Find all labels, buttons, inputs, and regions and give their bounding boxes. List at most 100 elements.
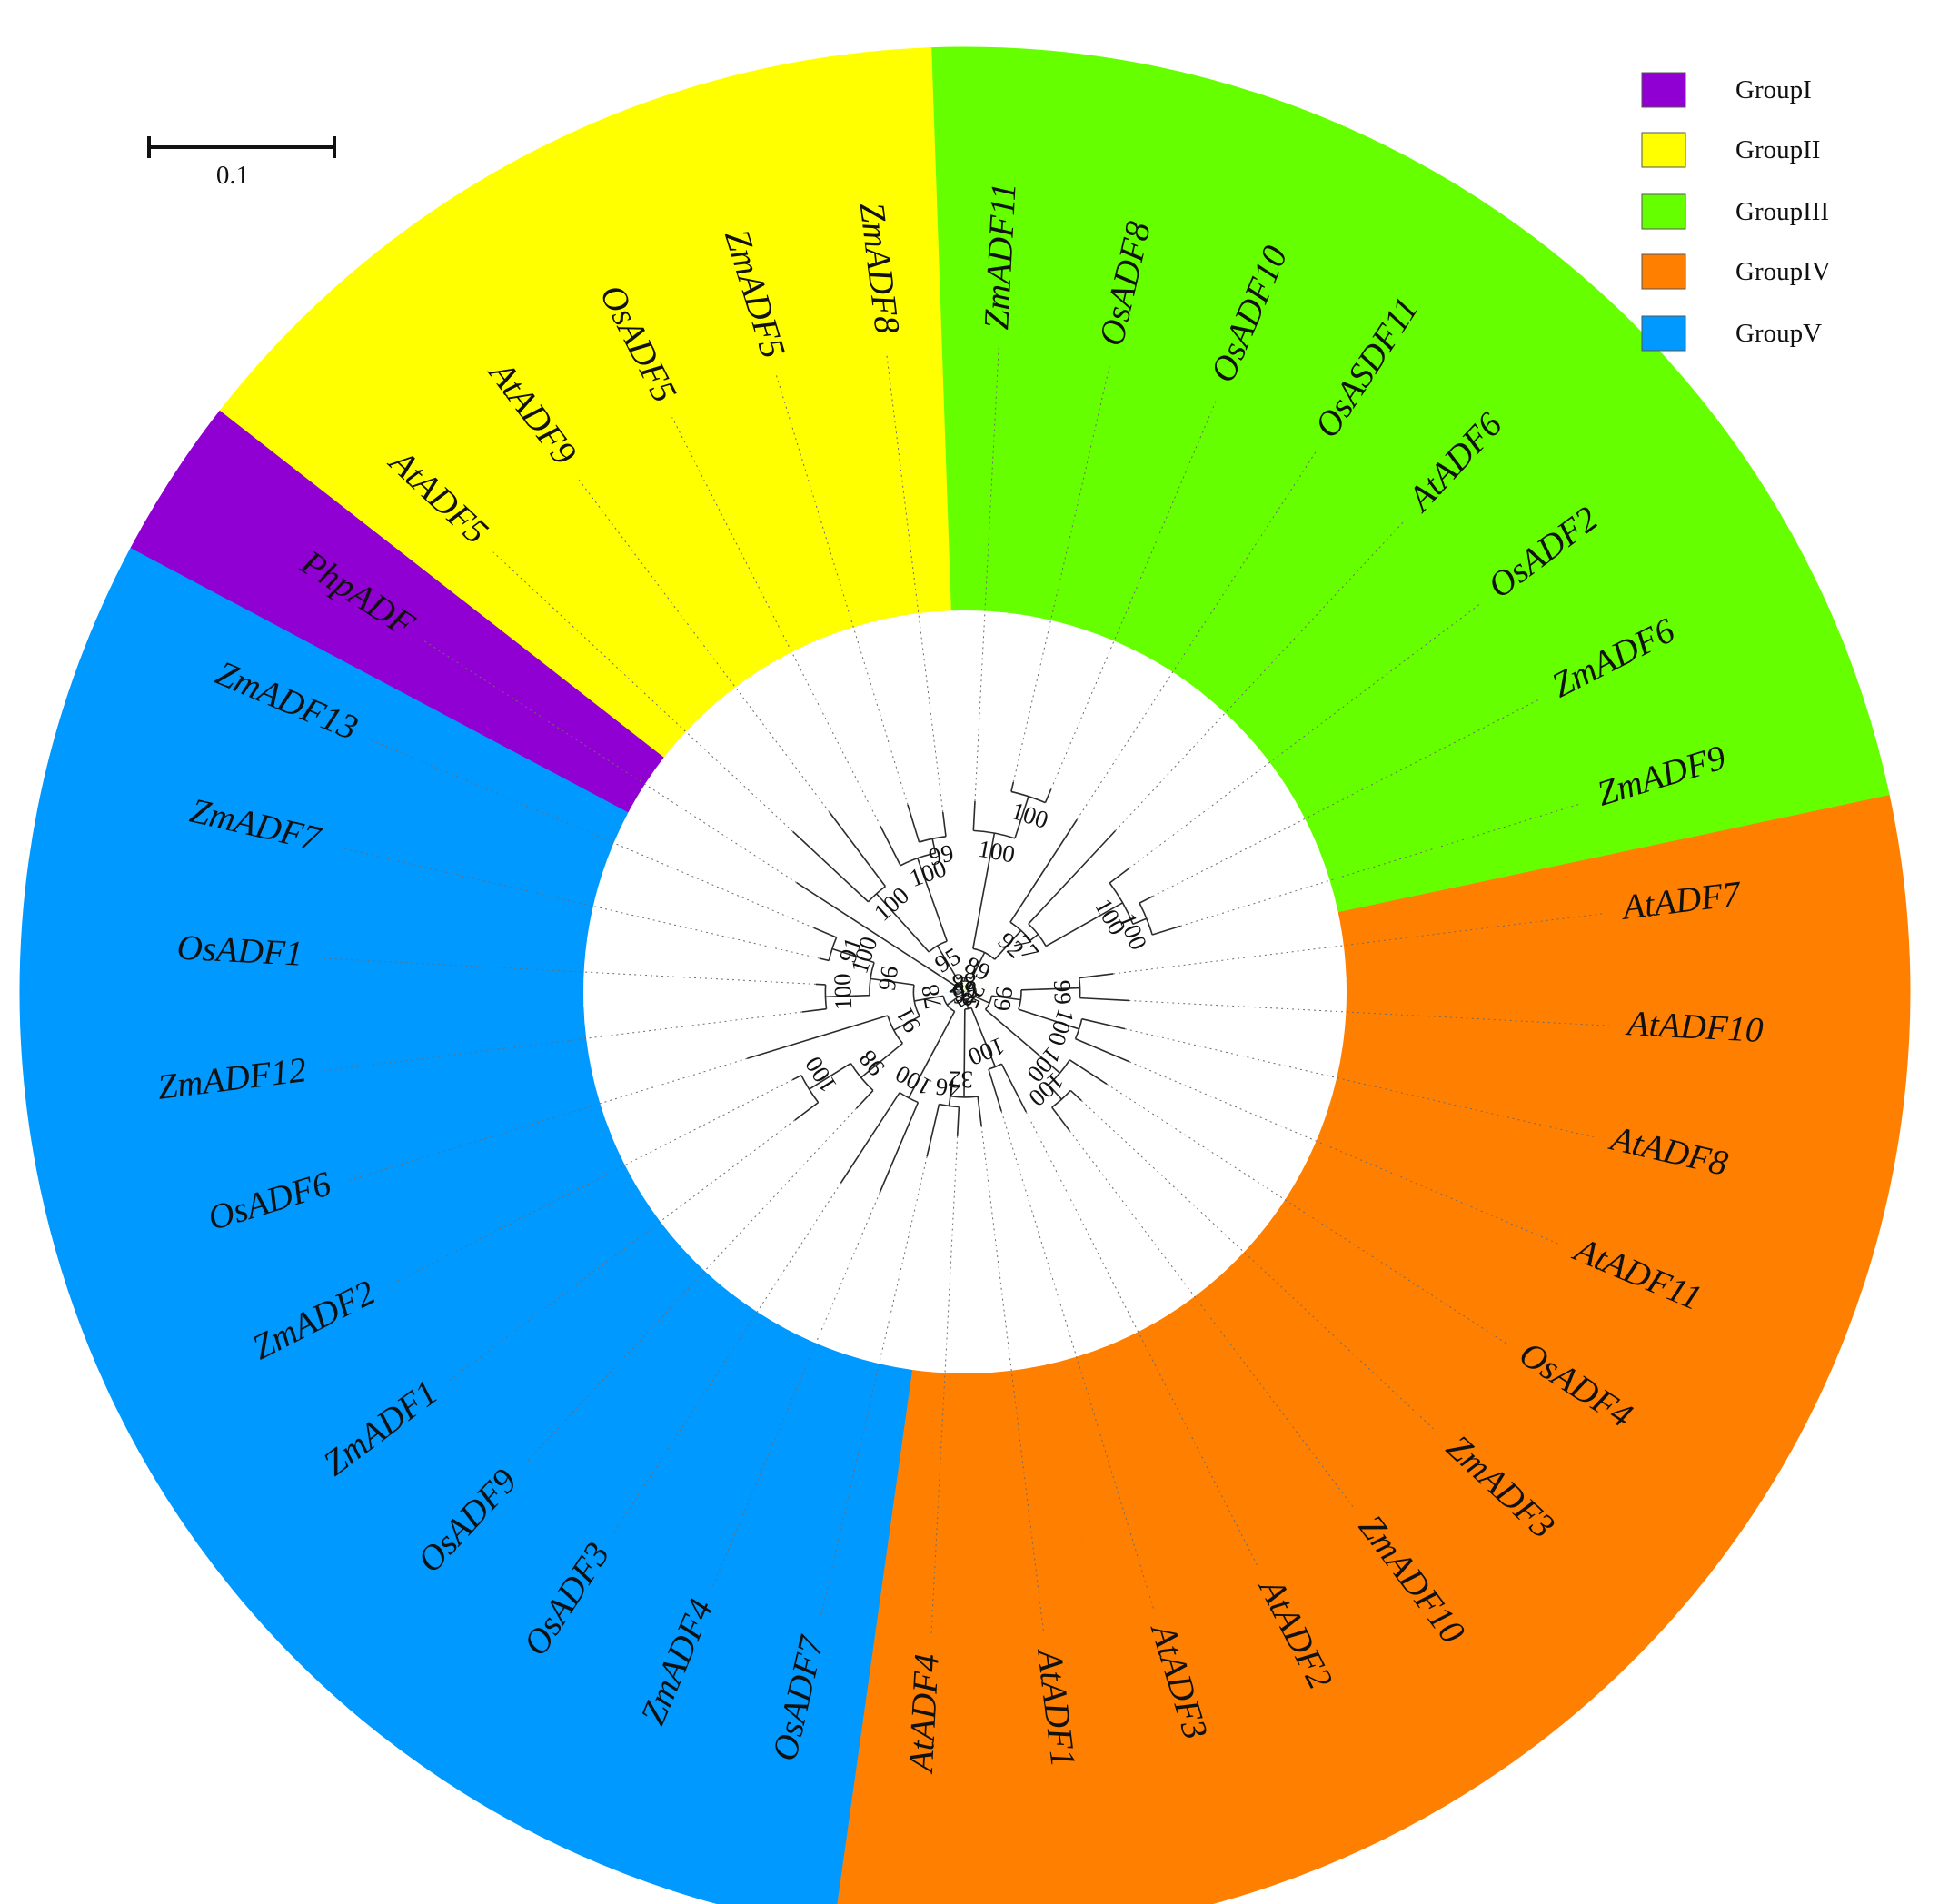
- mask-zmadf8: [884, 610, 965, 992]
- leader-zmadf13: [371, 739, 814, 928]
- mask-osadf9: [681, 992, 965, 1294]
- leader-zmadf9: [1179, 802, 1583, 927]
- branch-atadf7: [1079, 973, 1114, 979]
- node-arc: [824, 984, 828, 1009]
- branch-osadf8: [1010, 781, 1015, 792]
- node-arc: [973, 829, 1016, 839]
- mask-zmadf3: [965, 992, 1267, 1276]
- branch-node: [831, 947, 847, 955]
- leader-atadf8: [1124, 1028, 1594, 1138]
- branch-node: [870, 977, 915, 986]
- mask-osadf3: [729, 992, 965, 1330]
- bootstrap-label: 32: [949, 1066, 973, 1093]
- branch-node: [931, 838, 937, 854]
- legend-item-group-i: GroupI: [1641, 72, 1812, 108]
- branch-osadf2: [1109, 868, 1130, 884]
- mask-atadf4: [910, 992, 979, 1374]
- bootstrap-label: 99: [926, 839, 956, 871]
- branch-osadf4: [1069, 1059, 1108, 1085]
- node-arc: [955, 980, 977, 1004]
- branch-node: [948, 1096, 951, 1106]
- branch-node: [809, 1062, 851, 1090]
- branch-node: [972, 832, 996, 949]
- mask-osasdf11: [965, 654, 1201, 992]
- bootstrap-label: 46: [934, 1073, 962, 1103]
- branch-atadf5: [792, 830, 870, 903]
- branch-node: [1018, 1008, 1079, 1030]
- branch-node: [908, 1011, 956, 1098]
- branch-osadf7: [926, 1104, 940, 1157]
- leader-osadf9: [524, 1107, 857, 1464]
- branch-node: [971, 994, 990, 1004]
- node-arc: [800, 1075, 820, 1104]
- leader-atadf2: [1025, 1111, 1258, 1567]
- leader-osadf1: [320, 957, 816, 985]
- branch-atadf10: [1079, 997, 1129, 1002]
- node-arc: [958, 994, 973, 1000]
- node-arc: [964, 1007, 972, 1010]
- bootstrap-label: 96: [873, 964, 903, 992]
- mask-osadf2: [965, 736, 1289, 992]
- branch-osadf3: [840, 1092, 900, 1184]
- branch-zmadf5: [907, 804, 920, 843]
- branch-zmadf3: [1069, 1089, 1082, 1102]
- leader-zmadf7: [336, 846, 820, 959]
- node-arc: [972, 947, 996, 960]
- mask-zmadf2: [611, 992, 965, 1195]
- leader-atadf1: [980, 1126, 1045, 1632]
- legend-label-group-iii: GroupIII: [1735, 197, 1829, 226]
- branch-atadf8: [1081, 1017, 1126, 1030]
- mask-osadf10: [965, 629, 1146, 992]
- branch-node: [846, 952, 875, 964]
- mask-atadf7: [965, 911, 1347, 992]
- branch-node: [1045, 902, 1123, 947]
- leader-zmadf6: [1152, 699, 1540, 897]
- branch-node: [994, 929, 1022, 960]
- branch-node: [1132, 917, 1148, 926]
- branch-atadf1: [977, 1096, 982, 1126]
- branch-zmadf6: [1139, 896, 1153, 904]
- mask-zmadf1: [641, 992, 965, 1248]
- branch-osadf9: [855, 1089, 874, 1109]
- branch-node: [825, 994, 870, 998]
- mask-atadf8: [965, 992, 1344, 1111]
- leaf-label-atadf10: AtADF10: [1624, 1004, 1765, 1050]
- branch-osadf1: [815, 983, 826, 986]
- mask-zmadf9: [965, 848, 1339, 992]
- leader-zmadf5: [775, 374, 909, 805]
- mask-zmadf13: [602, 811, 965, 992]
- branch-node: [991, 995, 1021, 1001]
- branch-node: [917, 858, 948, 942]
- leaf-label-zmadf11: ZmADF11: [977, 182, 1023, 331]
- branch-node: [970, 1007, 997, 1067]
- node-arc: [1028, 923, 1047, 947]
- node-arc: [1109, 882, 1134, 925]
- scale-bar: 0.1: [147, 136, 336, 190]
- bootstrap-label: 99: [988, 985, 1018, 1013]
- tree-branches: [747, 781, 1181, 1194]
- mask-osadf8: [965, 613, 1084, 992]
- mask-zmadf12: [583, 992, 965, 1073]
- branch-atadf11: [1075, 1037, 1130, 1063]
- branch-osadf10: [1044, 788, 1052, 803]
- mask-osadf6: [591, 992, 965, 1136]
- leader-osadf6: [347, 1057, 748, 1182]
- leader-zmadf3: [1080, 1100, 1437, 1433]
- mask-atadf1: [965, 992, 1046, 1373]
- leaf-label-atadf4: AtADF4: [901, 1653, 947, 1776]
- branch-zmadf1: [794, 1102, 820, 1121]
- leaf-label-osadf1: OsADF1: [176, 928, 304, 974]
- mask-osadf5: [761, 638, 965, 992]
- leader-osadf3: [612, 1182, 841, 1533]
- legend-label-group-v: GroupV: [1735, 319, 1822, 348]
- branch-node: [946, 996, 960, 1006]
- legend-swatch-group-ii: [1641, 132, 1686, 168]
- legend-swatch-group-iii: [1641, 193, 1686, 230]
- mask-atadf3: [965, 992, 1109, 1366]
- leader-atadf7: [1113, 912, 1606, 975]
- branch-node: [860, 1042, 903, 1078]
- leader-osadf8: [1012, 363, 1111, 783]
- bootstrap-label: 36: [950, 976, 979, 1007]
- branch-zmadf9: [1151, 925, 1181, 936]
